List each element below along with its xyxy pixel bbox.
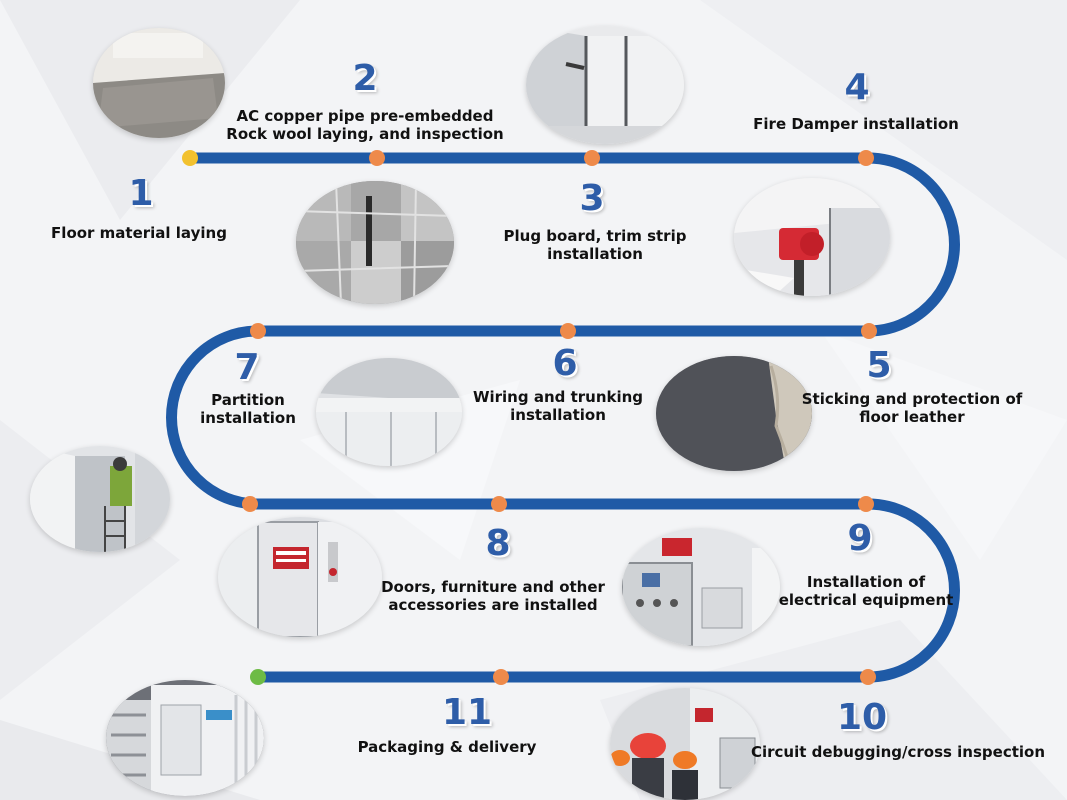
- path-node: [560, 323, 576, 339]
- path-node: [242, 496, 258, 512]
- path-node: [584, 150, 600, 166]
- step-1-label: Floor material laying: [51, 224, 227, 242]
- photo-fire-damper: [734, 178, 890, 296]
- step-2-label: AC copper pipe pre-embedded Rock wool la…: [226, 107, 503, 143]
- step-8-number: 8: [485, 523, 511, 564]
- step-3-label-line-2: installation: [547, 245, 643, 263]
- step-9-label-line-2: electrical equipment: [778, 591, 954, 609]
- step-8-label-line-2: accessories are installed: [388, 596, 598, 614]
- track-path: [166, 152, 960, 683]
- photo-wiring-trunking: [316, 358, 462, 466]
- step-7-number: 7: [234, 347, 260, 388]
- step-5-label-line-2: floor leather: [859, 408, 965, 426]
- path-node: [858, 150, 874, 166]
- photo-plug-board: [526, 26, 684, 144]
- step-4-label-line-1: Fire Damper installation: [753, 115, 959, 133]
- step-2-label-line-1: AC copper pipe pre-embedded: [236, 107, 494, 125]
- step-8-label: Doors, furniture and other accessories a…: [381, 578, 605, 614]
- step-6-label-line-1: Wiring and trunking: [472, 388, 644, 406]
- path-node: [858, 496, 874, 512]
- step-6-label-line-2: installation: [510, 406, 606, 424]
- step-1-label-line-1: Floor material laying: [51, 224, 227, 242]
- step-9-label: Installation of electrical equipment: [779, 573, 954, 609]
- path-node: [493, 669, 509, 685]
- end-node: [250, 669, 266, 685]
- start-node: [182, 150, 198, 166]
- path-node: [369, 150, 385, 166]
- step-11-label: Packaging & delivery: [358, 738, 537, 756]
- step-6-label: Wiring and trunking installation: [473, 388, 643, 424]
- step-11-label-line-1: Packaging & delivery: [357, 738, 537, 756]
- step-9-number: 9: [847, 518, 873, 559]
- photo-partition: [30, 446, 170, 552]
- step-2-label-line-2: Rock wool laying, and inspection: [226, 125, 504, 143]
- photo-rock-wool: [296, 181, 454, 304]
- photo-circuit-debugging: [610, 688, 760, 800]
- step-6-number: 6: [552, 343, 578, 384]
- step-8-label-line-1: Doors, furniture and other: [381, 578, 605, 596]
- step-3-label: Plug board, trim strip installation: [504, 227, 687, 263]
- path-node: [860, 669, 876, 685]
- step-2-number: 2: [352, 58, 378, 99]
- step-3-label-line-1: Plug board, trim strip: [503, 227, 687, 245]
- step-7-label-line-1: Partition: [211, 391, 285, 409]
- step-3-number: 3: [579, 178, 605, 219]
- step-10-number: 10: [836, 697, 888, 738]
- step-5-label-line-1: Sticking and protection of: [801, 390, 1023, 408]
- step-7-label: Partition installation: [200, 391, 296, 427]
- photo-packaging-delivery: [106, 680, 264, 796]
- photo-electrical-equipment: [622, 528, 780, 646]
- photo-doors-furniture: [218, 517, 382, 637]
- step-5-label: Sticking and protection of floor leather: [802, 390, 1023, 426]
- step-1-number: 1: [128, 173, 154, 214]
- path-node: [491, 496, 507, 512]
- step-11-number: 11: [441, 692, 493, 733]
- step-10-label: Circuit debugging/cross inspection: [751, 743, 1045, 761]
- path-node: [250, 323, 266, 339]
- photo-floor-material: [93, 28, 225, 138]
- photo-floor-leather: [656, 356, 812, 471]
- step-4-label: Fire Damper installation: [753, 115, 959, 133]
- step-10-label-line-1: Circuit debugging/cross inspection: [750, 743, 1046, 761]
- step-4-number: 4: [844, 67, 870, 108]
- path-node: [861, 323, 877, 339]
- step-9-label-line-1: Installation of: [806, 573, 926, 591]
- step-5-number: 5: [866, 345, 892, 386]
- step-7-label-line-2: installation: [200, 409, 296, 427]
